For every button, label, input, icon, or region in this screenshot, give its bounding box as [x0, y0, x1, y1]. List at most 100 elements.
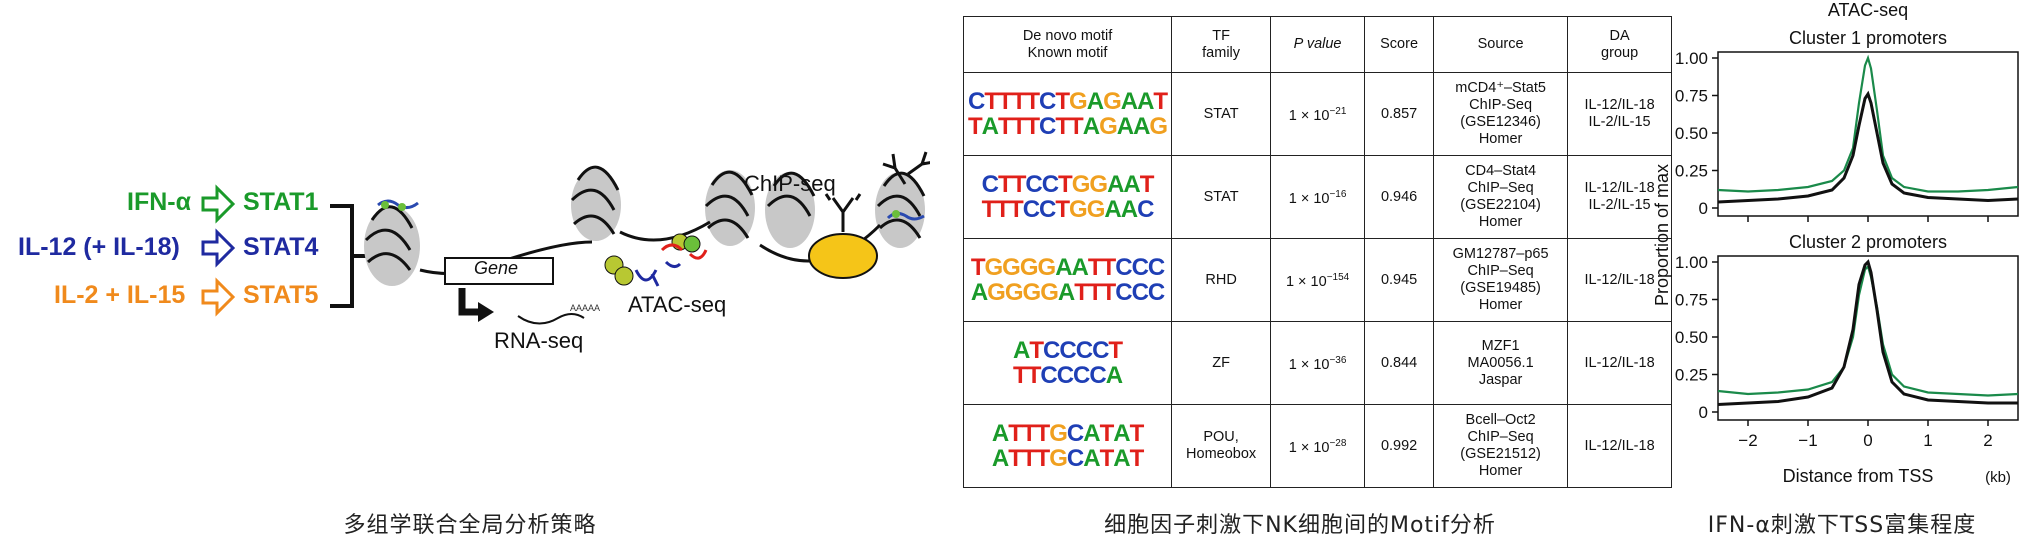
table-header-row: De novo motif Known motif TF family P va… [962, 16, 1673, 73]
header-motif: De novo motif Known motif [962, 16, 1173, 73]
mrna-icon [517, 313, 585, 325]
de-novo-motif-logo: TGGGGAATTCCC [970, 254, 1165, 281]
header-score: Score [1364, 16, 1435, 73]
y-tick-label: 0.75 [1675, 291, 1708, 310]
score-cell: 0.945 [1364, 238, 1435, 322]
known-motif-logo: AGGGGATTTCCC [970, 279, 1165, 306]
header-da-group: DA group [1567, 16, 1673, 73]
multiomics-schematic: AAAAA IFN-α STAT1 IL-12 (+ IL-18) STAT4 … [0, 0, 930, 536]
chart-title: Cluster 1 promoters [1789, 28, 1947, 48]
chip-tf-icon [808, 233, 878, 279]
da-group-cell: IL-12/IL-18 [1567, 321, 1673, 405]
header-source: Source [1433, 16, 1569, 73]
source-cell: mCD4⁺–Stat5 ChIP-Seq (GSE12346) Homer [1433, 72, 1569, 156]
y-tick-label: 0.75 [1675, 87, 1708, 106]
known-motif-logo: ATTTGCATAT [991, 445, 1144, 472]
tf-family-cell: RHD [1171, 238, 1272, 322]
x-tick-label: −2 [1738, 431, 1757, 450]
y-tick-label: 0 [1699, 403, 1708, 422]
schematic-graphics: AAAAA [201, 151, 930, 325]
x-tick-label: −1 [1798, 431, 1817, 450]
svg-text:AAAAA: AAAAA [570, 303, 600, 313]
pvalue-cell: 1 × 10−36 [1270, 321, 1366, 405]
motif-table: De novo motif Known motif TF family P va… [962, 16, 1673, 488]
score-cell: 0.857 [1364, 72, 1435, 156]
header-pvalue: P value [1270, 16, 1366, 73]
signal-ifn-alpha: IFN-α [127, 188, 191, 216]
pvalue-cell: 1 × 10−16 [1270, 155, 1366, 239]
y-tick-label: 0.25 [1675, 366, 1708, 385]
da-group-cell: IL-12/IL-18 [1567, 238, 1673, 322]
x-axis-label: Distance from TSS [1783, 466, 1934, 486]
score-cell: 0.992 [1364, 404, 1435, 488]
nucleosome-group [364, 165, 926, 286]
antibody-icon [824, 151, 930, 232]
score-cell: 0.844 [1364, 321, 1435, 405]
y-tick-label: 1.00 [1675, 49, 1708, 68]
right-caption: IFN-α刺激下TSS富集程度 [1707, 513, 1977, 538]
de-novo-motif-logo: CTTCCTGGAAT [981, 171, 1155, 198]
stat5-label: STAT5 [243, 281, 319, 309]
x-tick-label: 1 [1923, 431, 1932, 450]
y-tick-label: 0.50 [1675, 328, 1708, 347]
header-tf-family: TF family [1171, 16, 1272, 73]
rnaseq-label: RNA-seq [494, 328, 584, 353]
gene-label: Gene [474, 258, 519, 278]
chart-title: Cluster 2 promoters [1789, 232, 1947, 252]
chart-suptitle: ATAC-seq [1828, 0, 1908, 20]
tf-family-cell: POU, Homeobox [1171, 404, 1272, 488]
source-cell: Bcell–Oct2 ChIP–Seq (GSE21512) Homer [1433, 404, 1569, 488]
known-motif-logo: TTTCCTGGAAC [981, 196, 1155, 223]
de-novo-motif-logo: ATTTGCATAT [991, 420, 1144, 447]
series-line [1717, 259, 2018, 406]
de-novo-motif-logo: CTTTTCTGAGAAT [968, 88, 1168, 115]
source-cell: GM12787–p65 ChIP–Seq (GSE19485) Homer [1433, 238, 1569, 322]
series-line [1717, 54, 2019, 193]
y-tick-label: 0.25 [1675, 162, 1708, 181]
tf-family-cell: STAT [1171, 155, 1272, 239]
pvalue-cell: 1 × 10−28 [1270, 404, 1366, 488]
middle-caption: 细胞因子刺激下NK细胞间的Motif分析 [1104, 513, 1496, 538]
da-group-cell: IL-12/IL-18 [1567, 404, 1673, 488]
stat4-label: STAT4 [243, 233, 319, 261]
stat1-label: STAT1 [243, 188, 319, 216]
x-tick-label: 2 [1983, 431, 1992, 450]
signal-il2-il15: IL-2 + IL-15 [54, 281, 186, 309]
y-tick-label: 1.00 [1675, 253, 1708, 272]
known-motif-logo: TATTTCTTAGAAG [968, 113, 1168, 140]
pvalue-cell: 1 × 10−21 [1270, 72, 1366, 156]
chipseq-label: ChIP-seq [744, 171, 836, 196]
tf-family-cell: ZF [1171, 321, 1272, 405]
series-line [1717, 264, 2019, 397]
x-tick-label: 0 [1863, 431, 1872, 450]
known-motif-logo: TTCCCCA [1013, 362, 1123, 389]
atacseq-label: ATAC-seq [628, 292, 727, 317]
de-novo-motif-logo: ATCCCCT [1013, 337, 1123, 364]
y-tick-label: 0 [1699, 199, 1708, 218]
left-caption: 多组学联合全局分析策略 [343, 513, 597, 538]
series-line [1717, 90, 2019, 204]
score-cell: 0.946 [1364, 155, 1435, 239]
tf-family-cell: STAT [1171, 72, 1272, 156]
x-axis-unit: (kb) [1985, 469, 2011, 486]
arrow-icon [201, 184, 236, 317]
gene-box [444, 257, 554, 285]
pvalue-cell: 1 × 10−154 [1270, 238, 1366, 322]
da-group-cell: IL-12/IL-18 IL-2/IL-15 [1567, 72, 1673, 156]
y-axis-label: Proportion of max [1652, 164, 1672, 306]
transposase-icon [604, 233, 708, 287]
source-cell: CD4–Stat4 ChIP–Seq (GSE22104) Homer [1433, 155, 1569, 239]
signal-il12: IL-12 (+ IL-18) [18, 233, 180, 261]
source-cell: MZF1 MA0056.1 Jaspar [1433, 321, 1569, 405]
